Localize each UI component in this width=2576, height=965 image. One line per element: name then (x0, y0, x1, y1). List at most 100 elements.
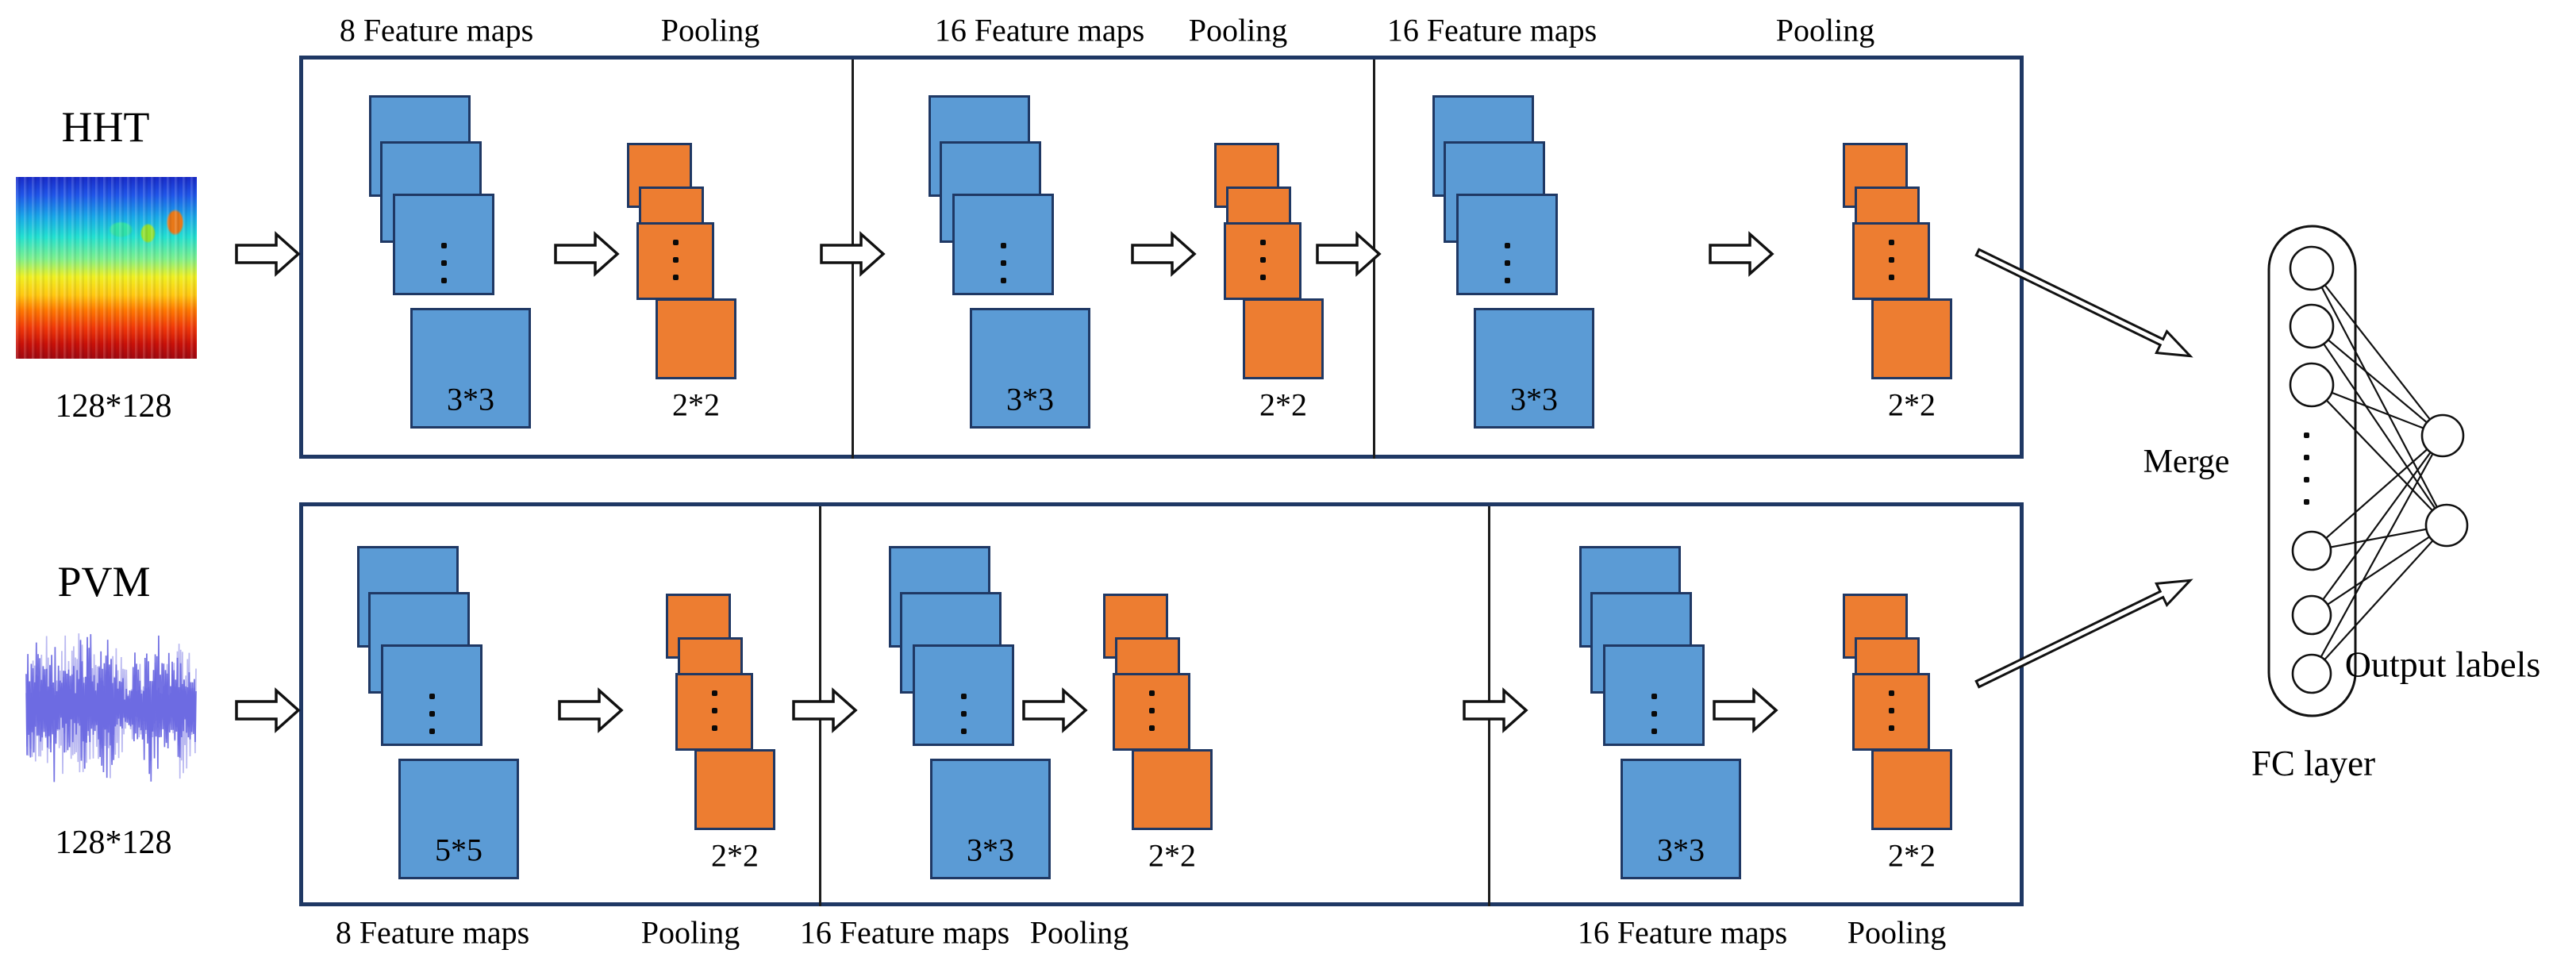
branch1-block2-conv-stack-ellipsis-dot-0 (1651, 694, 1657, 699)
hht-spectrogram-image (16, 177, 197, 359)
top-block3-pool-label: Pooling (1775, 12, 1875, 48)
branch1-block0-pool-stack-ellipsis-dot-0 (712, 690, 717, 696)
branch0-block1-pool-stack-pool-size: 2*2 (1259, 386, 1307, 423)
fc-connection-line-5-1 (2311, 525, 2447, 675)
fc-layer-capsule (2267, 225, 2357, 717)
branch0-block1-pool-stack-ellipsis-dot-2 (1260, 275, 1266, 280)
fc-connection-line-3-0 (2311, 435, 2443, 552)
branch0-block0-conv-stack-ellipsis-dot-1 (441, 260, 447, 266)
branch0-block0-conv-stack-map-front (410, 308, 531, 429)
branch0-block2-pool-stack-ellipsis-dot-2 (1889, 275, 1894, 280)
merge-label: Merge (2143, 444, 2230, 480)
fc-ellipsis-dot-2 (2304, 477, 2309, 482)
fc-ellipsis-dot-0 (2304, 433, 2309, 438)
branch1-block0-conv-stack-ellipsis-dot-2 (429, 729, 435, 734)
branch1-block1-conv-stack-kernel-size: 3*3 (967, 832, 1014, 868)
branch0-block1-pool-stack-ellipsis-dot-1 (1260, 257, 1266, 263)
fc-connection-line-2-0 (2311, 383, 2443, 437)
branch0-block2-pool-stack-ellipsis-dot-1 (1889, 257, 1894, 263)
fc-connection-line-4-1 (2311, 525, 2447, 616)
branch1-block2-pool-stack-ellipsis-dot-0 (1889, 690, 1894, 696)
branch0-flow-arrow-5 (1709, 231, 1774, 277)
branch1-block2-conv-stack-ellipsis-dot-2 (1651, 729, 1657, 734)
fc-neuron-4 (2291, 594, 2332, 636)
output-neuron-1 (2424, 503, 2469, 548)
branch0-block0-conv-stack-kernel-size: 3*3 (447, 381, 494, 417)
branch0-block1-conv-stack-ellipsis-dot-0 (1001, 243, 1006, 248)
branch1-block1-conv-stack-ellipsis-dot-2 (961, 729, 967, 734)
bottom-block3-pool-label: Pooling (1847, 914, 1947, 951)
branch1-block1-pool-stack-pool-size: 2*2 (1148, 837, 1196, 874)
branch1-block2-conv-stack-kernel-size: 3*3 (1657, 832, 1705, 868)
branch0-block2-pool-stack-map-front (1871, 298, 1952, 379)
branch1-flow-arrow-5 (1713, 687, 1778, 733)
fc-neuron-2 (2289, 362, 2335, 408)
branch1-block2-conv-stack-ellipsis-dot-1 (1651, 711, 1657, 717)
output-labels-label: Output labels (2344, 644, 2541, 685)
branch1-block0-conv-stack-ellipsis-dot-1 (429, 711, 435, 717)
branch1-block1-conv-stack-map-front (930, 759, 1051, 879)
branch0-block1-pool-stack-ellipsis-dot-0 (1260, 240, 1266, 245)
bottom-block1-maps-label: 8 Feature maps (335, 914, 530, 951)
input-hht-size: 128*128 (55, 388, 172, 425)
branch1-block2-conv-stack-map-front (1621, 759, 1741, 879)
fc-neuron-5 (2291, 653, 2332, 694)
fc-ellipsis-dot-1 (2304, 455, 2309, 460)
fc-connection-line-5-0 (2311, 435, 2443, 675)
branch0-flow-arrow-0 (235, 231, 301, 277)
branch0-block1-conv-stack-ellipsis-dot-2 (1001, 278, 1006, 283)
branch0-block2-conv-stack-ellipsis-dot-0 (1505, 243, 1510, 248)
fc-connection-line-4-0 (2311, 435, 2443, 616)
merge-arrow-bottom-group (1974, 579, 2193, 689)
branch1-block1-conv-stack-ellipsis-dot-1 (961, 711, 967, 717)
branch1-block0-conv-stack-kernel-size: 5*5 (435, 832, 483, 868)
branch0-block2-conv-stack-ellipsis-dot-2 (1505, 278, 1510, 283)
branch0-block2-conv-stack-ellipsis-dot-1 (1505, 260, 1510, 266)
fc-connection-line-1-0 (2311, 325, 2443, 436)
branch0-flow-arrow-3 (1131, 231, 1197, 277)
top-block2-maps-label: 16 Feature maps (934, 12, 1145, 48)
bottom-block2-maps-label: 16 Feature maps (799, 914, 1010, 951)
merge-arrow-top-group (1974, 248, 2193, 358)
branch0-block0-pool-stack-ellipsis-dot-0 (673, 240, 679, 245)
branch0-block0-pool-stack-pool-size: 2*2 (672, 386, 720, 423)
input-pvm-label: PVM (57, 558, 151, 606)
top-block1-maps-label: 8 Feature maps (339, 12, 534, 48)
branch0-block2-conv-stack-kernel-size: 3*3 (1510, 381, 1558, 417)
fc-connection-line-3-1 (2311, 524, 2447, 552)
branch0-block2-pool-stack-pool-size: 2*2 (1888, 386, 1936, 423)
branch0-block0-pool-stack-ellipsis-dot-1 (673, 257, 679, 263)
fc-connection-line-0-1 (2311, 267, 2447, 526)
fc-ellipsis-dot-3 (2304, 499, 2309, 505)
branch0-block1-conv-stack-kernel-size: 3*3 (1006, 381, 1054, 417)
fc-neuron-0 (2289, 245, 2335, 291)
branch1-block0-conv-stack-map-front (398, 759, 519, 879)
branch0-flow-arrow-4 (1316, 231, 1382, 277)
output-neuron-0 (2420, 413, 2465, 458)
input-hht-label: HHT (61, 103, 150, 151)
branch1-block0-pool-stack-ellipsis-dot-1 (712, 708, 717, 713)
branch1-block2-pool-stack-ellipsis-dot-1 (1889, 708, 1894, 713)
bottom-block3-maps-label: 16 Feature maps (1577, 914, 1788, 951)
branch1-block0-pool-stack-ellipsis-dot-2 (712, 725, 717, 731)
bottom-block1-pool-label: Pooling (640, 914, 740, 951)
branch1-flow-arrow-1 (558, 687, 624, 733)
branch1-block1-pool-stack-map-front (1132, 749, 1213, 830)
fc-neuron-3 (2291, 530, 2332, 571)
branch1-block0-conv-stack-ellipsis-dot-0 (429, 694, 435, 699)
input-pvm-size: 128*128 (55, 825, 172, 861)
merge-arrow-bottom (1974, 579, 2193, 689)
branch1-block2-pool-stack-map-front (1871, 749, 1952, 830)
branch1-block2-pool-stack-pool-size: 2*2 (1888, 837, 1936, 874)
branch0-flow-arrow-2 (820, 231, 886, 277)
fc-neuron-1 (2289, 303, 2335, 349)
branch1-block1-pool-stack-ellipsis-dot-2 (1149, 725, 1155, 731)
fc-connection-line-0-0 (2311, 267, 2443, 436)
branch0-block1-conv-stack-ellipsis-dot-1 (1001, 260, 1006, 266)
branch1-block0-pool-stack-pool-size: 2*2 (711, 837, 759, 874)
bottom-block2-pool-label: Pooling (1029, 914, 1129, 951)
pvm-waveform-plot (25, 633, 197, 779)
pvm-waveform-plot (25, 634, 197, 782)
